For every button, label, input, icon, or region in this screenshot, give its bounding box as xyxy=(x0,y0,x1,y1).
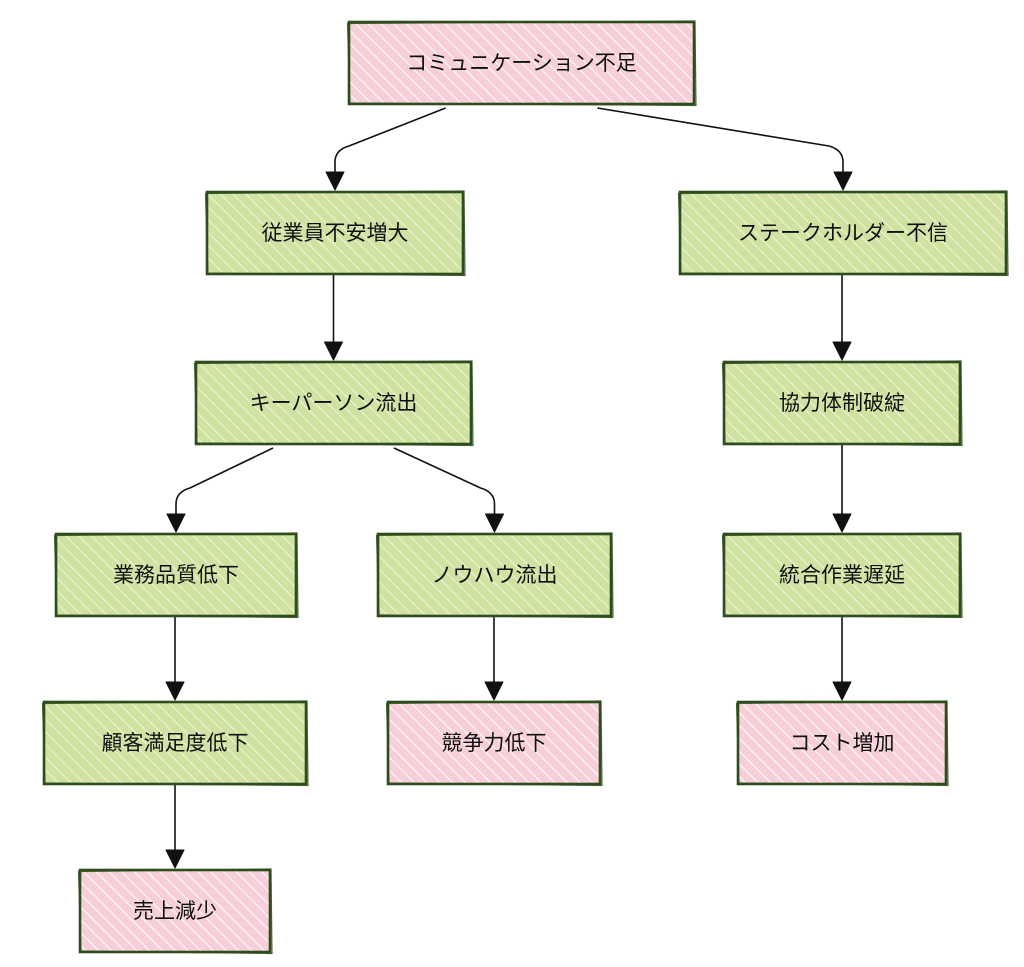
node-employee-anxiety: 従業員不安増大 xyxy=(204,190,466,277)
arrowhead-satisfaction xyxy=(165,681,185,701)
edges-layer xyxy=(165,107,853,869)
edge-comm-stake xyxy=(597,107,844,172)
node-border-sketch xyxy=(375,532,614,619)
node-label: コスト増加 xyxy=(790,731,895,755)
arrowhead-keyperson xyxy=(324,341,343,361)
node-border-sketch xyxy=(721,532,963,619)
node-border-sketch xyxy=(41,700,309,787)
node-knowhow-outflow: ノウハウ流出 xyxy=(375,532,614,619)
node-cost-increase: コスト増加 xyxy=(735,700,949,787)
arrowhead-employee xyxy=(325,171,345,191)
node-label: 従業員不安増大 xyxy=(262,221,409,245)
node-hatch xyxy=(738,702,946,784)
node-hatch xyxy=(349,22,694,104)
node-competitiveness-decline: 競争力低下 xyxy=(385,700,603,787)
node-sales-decrease: 売上減少 xyxy=(77,868,273,955)
node-hatch xyxy=(724,534,960,616)
arrowhead-coop xyxy=(832,341,852,361)
node-border-sketch xyxy=(346,20,697,107)
arrowhead-quality xyxy=(166,513,186,533)
edge-keyperson-knowhow xyxy=(393,447,496,514)
node-quality-decline: 業務品質低下 xyxy=(53,532,299,619)
node-hatch xyxy=(196,362,471,444)
arrowhead-knowhow xyxy=(485,513,504,533)
edge-keyperson-quality xyxy=(175,447,274,514)
node-hatch xyxy=(680,192,1006,274)
node-border-sketch xyxy=(77,868,273,955)
node-border-sketch xyxy=(193,360,474,447)
node-integration-delay: 統合作業遅延 xyxy=(721,532,963,619)
node-hatch xyxy=(388,702,600,784)
node-hatch xyxy=(724,362,960,444)
node-hatch xyxy=(207,192,463,274)
arrowhead-integration xyxy=(832,513,852,533)
node-border-sketch xyxy=(53,532,299,619)
node-label: ステークホルダー不信 xyxy=(738,221,948,245)
node-label: ノウハウ流出 xyxy=(432,563,558,587)
node-border-sketch xyxy=(385,700,603,787)
node-label: 顧客満足度低下 xyxy=(102,731,249,755)
node-communication-shortage: コミュニケーション不足 xyxy=(346,20,697,107)
node-label: コミュニケーション不足 xyxy=(406,51,637,75)
node-border-sketch xyxy=(204,190,466,277)
arrowhead-sales xyxy=(165,849,185,869)
edge-comm-employee xyxy=(334,107,446,172)
node-hatch xyxy=(378,534,611,616)
arrowhead-stake xyxy=(833,171,853,191)
arrowhead-cost xyxy=(832,681,852,701)
node-label: キーパーソン流出 xyxy=(250,391,418,415)
node-hatch xyxy=(56,534,296,616)
node-border-sketch xyxy=(721,360,963,447)
node-keyperson-outflow: キーパーソン流出 xyxy=(193,360,474,447)
node-stakeholder-distrust: ステークホルダー不信 xyxy=(677,190,1009,277)
arrowhead-compete xyxy=(484,681,504,701)
node-label: 業務品質低下 xyxy=(113,563,239,587)
node-customer-satisfaction-decline: 顧客満足度低下 xyxy=(41,700,309,787)
node-label: 協力体制破綻 xyxy=(779,391,905,415)
node-label: 売上減少 xyxy=(133,899,217,923)
node-border-sketch xyxy=(735,700,949,787)
node-hatch xyxy=(44,702,306,784)
node-label: 統合作業遅延 xyxy=(779,563,905,587)
node-hatch xyxy=(80,870,270,952)
node-cooperation-breakdown: 協力体制破綻 xyxy=(721,360,963,447)
node-border-sketch xyxy=(677,190,1009,277)
node-label: 競争力低下 xyxy=(442,731,547,755)
